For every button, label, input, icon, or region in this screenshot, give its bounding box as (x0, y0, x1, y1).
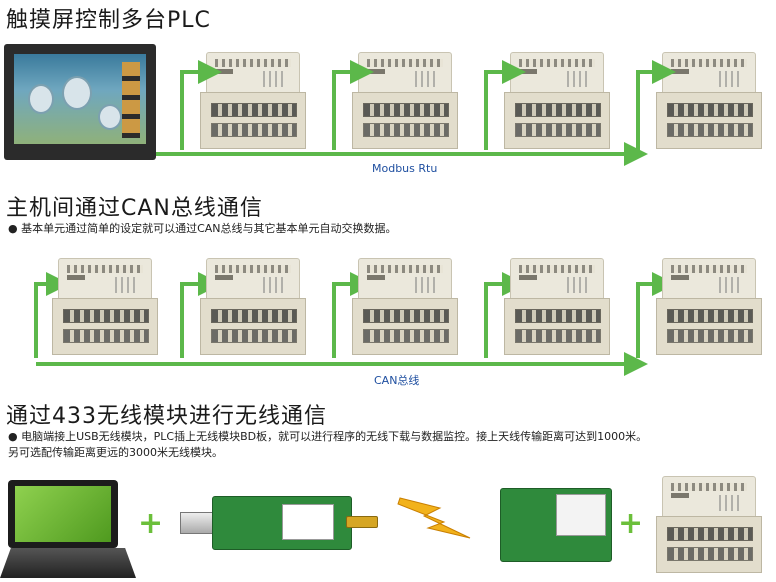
plc-unit (504, 52, 610, 149)
section2-title: 主机间通过CAN总线通信 (6, 196, 263, 221)
section3-title: 通过433无线模块进行无线通信 (6, 404, 327, 429)
can-bus-label: CAN总线 (374, 374, 420, 387)
plc-unit (656, 476, 762, 573)
plus-sign: + (138, 506, 164, 541)
section3-desc-line2: 另可选配传输距离更远的3000米无线模块。 (8, 446, 223, 459)
plc-unit (352, 258, 458, 355)
section1-title: 触摸屏控制多台PLC (6, 8, 211, 33)
hmi-touchscreen (4, 44, 156, 160)
plc-unit (200, 52, 306, 149)
plc-unit (200, 258, 306, 355)
plus-sign: + (618, 506, 644, 541)
modbus-label: Modbus Rtu (372, 162, 438, 175)
plc-unit (504, 258, 610, 355)
section2-desc: ● 基本单元通过简单的设定就可以通过CAN总线与其它基本单元自动交换数据。 (8, 222, 397, 235)
section3-desc-line1: ● 电脑端接上USB无线模块，PLC插上无线模块BD板，就可以进行程序的无线下载… (8, 430, 648, 443)
plc-unit (656, 258, 762, 355)
plc-unit (52, 258, 158, 355)
plc-unit (656, 52, 762, 149)
